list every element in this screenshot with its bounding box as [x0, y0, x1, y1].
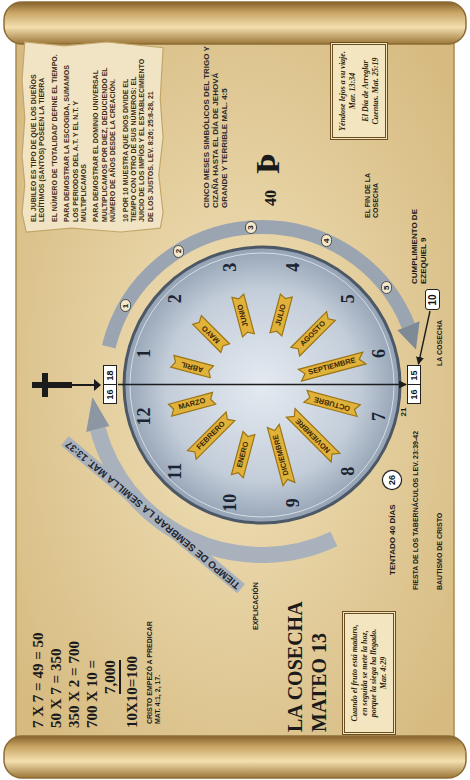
caption-text: EXPLICACIÓN	[252, 582, 260, 630]
day-number: 21	[399, 408, 408, 417]
node-text: El Día de Arreglar Cuentas. Mat. 25:19	[361, 51, 380, 131]
node-text: 26	[387, 475, 397, 485]
month-count: 1	[120, 300, 131, 313]
node-text: 10 POR 10 MUESTRA QUE DIOS DIVIDE EL TIE…	[122, 52, 156, 222]
equation: 50 X 7 = 350	[48, 649, 65, 728]
event-label: EL FIN DE LA COSECHA	[364, 146, 380, 218]
leader-arrowhead	[94, 379, 101, 391]
scroll-roll	[4, 2, 466, 44]
cross-symbol	[32, 382, 72, 388]
month-number: 9	[283, 498, 304, 507]
notes-paper: EL JUBILEO ES TIPO DE QUE LOS DUEÑOS LEG…	[22, 42, 163, 232]
node-text: 18	[104, 366, 116, 385]
scripture-frame: Cuando el fruto está maduro, en seguida …	[342, 611, 396, 735]
month-number: 5	[338, 294, 359, 303]
month-number: 11	[165, 463, 186, 480]
month-number: 8	[338, 467, 359, 476]
node-text: 10	[427, 294, 438, 305]
node-text: Cuando el fruto está maduro, en seguida …	[350, 620, 388, 726]
ribbon-outline	[303, 391, 359, 417]
ribbon-outline	[298, 352, 366, 381]
scripture-frame: Yéndose lejos a su viaje. Mar. 13:34El D…	[330, 42, 388, 140]
event-label: TENTADO 40 DÍAS	[388, 504, 397, 575]
number-tag: 10	[425, 289, 440, 310]
band-text: CINCO MESES SIMBÓLICOS DEL TRIGO Y CIZAÑ…	[202, 42, 230, 208]
node-text: Yéndose lejos a su viaje. Mar. 13:34	[338, 51, 357, 131]
node-text: 15	[408, 366, 420, 385]
number-label: 40	[262, 190, 280, 206]
ribbon-outline	[232, 432, 255, 478]
ribbon-outline	[232, 294, 254, 337]
equation: 700 X 10 =	[84, 660, 101, 728]
circle-outline	[382, 470, 401, 489]
connector	[418, 311, 430, 364]
ribbon-outline	[169, 392, 216, 416]
title-text: MATEO 13	[308, 633, 331, 732]
event-label: CUMPLIMIENTO DE EZEQUIEL 9	[410, 174, 428, 284]
node-text: EL JUBILEO ES TIPO DE QUE LOS DUEÑOS LEG…	[30, 52, 47, 222]
month-number: 6	[369, 349, 390, 358]
leader-line	[72, 384, 94, 386]
month-number: 2	[165, 294, 186, 303]
month-number: 12	[134, 408, 155, 426]
ribbon-outline	[270, 294, 292, 336]
equation: 10X10=100	[124, 656, 141, 728]
event-label: FIESTA DE LOS TABERNÁCULOS LEV. 23:39-42	[412, 430, 420, 590]
letter-symbol: Þ	[248, 153, 287, 174]
date-box: 1615	[407, 365, 421, 404]
month-count: 3	[245, 221, 256, 234]
parchment	[16, 30, 454, 750]
month-number: 3	[220, 263, 241, 272]
month-number: 10	[220, 494, 241, 512]
harvest-arrowhead	[397, 321, 419, 349]
node-text: 16	[408, 385, 420, 403]
harvest-band	[109, 227, 409, 347]
equation: 7,000	[102, 660, 121, 694]
scroll-roll	[4, 736, 466, 778]
node-text: EL NÚMERO DE 'TOTALIDAD' DEFINE EL TIEMP…	[51, 52, 59, 222]
paper-outline	[22, 42, 163, 232]
equation: 7 X 7 = 49 = 50	[30, 633, 47, 728]
node-text: PARA DEMOSTRAR LA ESCOGIDA, SUMAMOS LOS …	[63, 52, 88, 222]
ribbon-outline	[286, 409, 340, 463]
month-count: 2	[173, 245, 184, 258]
ribbon-outline	[188, 412, 235, 459]
ribbon-outline	[171, 355, 214, 377]
month-number: 7	[369, 412, 390, 421]
month-number: 4	[283, 263, 304, 272]
event-label: BAUTISMO DE CRISTO	[436, 513, 444, 590]
month-count: 4	[321, 234, 332, 247]
event-label: LA COSECHA	[436, 320, 444, 366]
cross-symbol	[42, 373, 48, 397]
day-circle: 26	[382, 470, 402, 490]
date-box: 1618	[103, 365, 117, 404]
ribbon-outline	[193, 316, 230, 353]
connector	[118, 384, 406, 385]
node-text: PARA DEMOSTRAR EL DOMINIO UNIVERSAL MULT…	[92, 52, 117, 222]
ribbon-outline	[291, 312, 335, 356]
equation: 350 X 2 = 700	[66, 641, 83, 728]
ribbon-outline	[267, 424, 294, 485]
title-text: LA COSECHA	[284, 601, 307, 732]
note-text: CRISTO EMPEZÓ A PREDICAR MAT. 4:1, 2, 17…	[146, 614, 162, 724]
month-number: 1	[134, 349, 155, 358]
node-text: 16	[104, 385, 116, 403]
